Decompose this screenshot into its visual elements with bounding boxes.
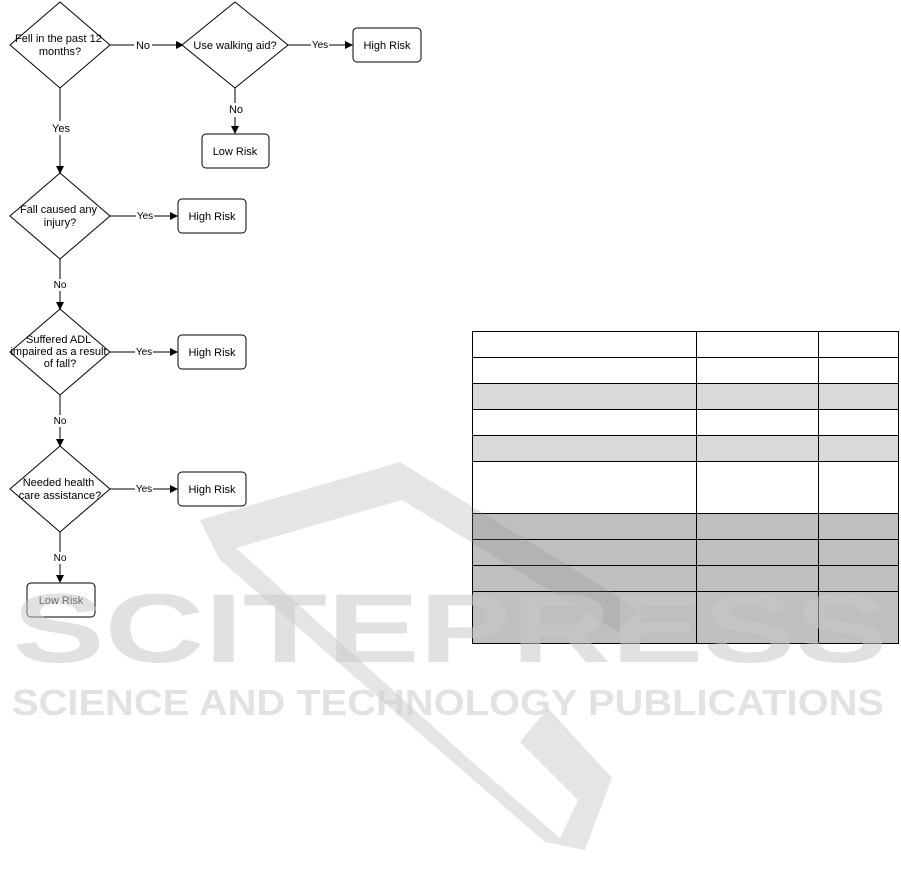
table-row — [472, 331, 899, 358]
data-table — [472, 331, 899, 644]
table-cell — [818, 461, 899, 514]
svg-text:Use walking aid?: Use walking aid? — [193, 40, 276, 52]
outcome-low-risk-1-label: Low Risk — [213, 146, 258, 158]
table-cell — [818, 383, 899, 410]
decision-walking-aid-line1: Use walking aid? — [193, 40, 276, 52]
table-row — [472, 357, 899, 384]
outcome-high-risk-3-label: High Risk — [188, 347, 236, 359]
outcome-high-risk-3: High Risk — [177, 334, 247, 370]
decision-injury-line2: injury? — [44, 217, 76, 229]
svg-text:Fell in the past 12 mont: Fell in the past 12 months? — [15, 33, 105, 58]
decision-injury-line1: Fall caused any — [20, 204, 98, 216]
table-cell — [818, 513, 899, 540]
table-cell — [696, 357, 819, 384]
label-fell-yes: Yes — [52, 123, 70, 135]
outcome-low-risk-2-label: Low Risk — [39, 595, 84, 607]
outcome-high-risk-2: High Risk — [177, 198, 247, 234]
table-cell — [818, 409, 899, 436]
outcome-high-risk-1-label: High Risk — [363, 40, 411, 52]
label-walking-yes: Yes — [312, 40, 328, 51]
decision-health-care: Needed health care assistance? — [9, 445, 111, 533]
label-injury-no: No — [54, 280, 67, 291]
table-cell — [696, 513, 819, 540]
outcome-low-risk-2: Low Risk — [26, 582, 96, 618]
table-cell — [472, 565, 697, 592]
table-cell — [696, 383, 819, 410]
table-row — [472, 461, 899, 514]
decision-adl: Suffered ADL impaired as a result of fal… — [9, 308, 111, 396]
table-row — [472, 565, 899, 592]
label-health-no: No — [54, 553, 67, 564]
svg-text:Fall caused any injury?: Fall caused any injury? — [20, 204, 100, 229]
outcome-low-risk-1: Low Risk — [201, 133, 270, 169]
decision-injury: Fall caused any injury? — [9, 172, 111, 260]
table-row — [472, 383, 899, 410]
table-row — [472, 513, 899, 540]
table-cell — [696, 331, 819, 358]
outcome-high-risk-2-label: High Risk — [188, 211, 236, 223]
table-cell — [696, 409, 819, 436]
table-cell — [818, 357, 899, 384]
table-cell — [696, 435, 819, 462]
outcome-high-risk-1: High Risk — [352, 27, 422, 63]
table-row — [472, 539, 899, 566]
label-injury-yes: Yes — [137, 211, 153, 222]
table-row — [472, 591, 899, 644]
label-adl-yes: Yes — [136, 347, 152, 358]
decision-fell-line2: months? — [39, 46, 81, 58]
table-cell — [472, 461, 697, 514]
decision-adl-line2: impaired as a result — [10, 346, 106, 358]
table-cell — [472, 357, 697, 384]
label-walking-no: No — [229, 104, 243, 116]
table-cell — [472, 383, 697, 410]
table-cell — [818, 539, 899, 566]
table-cell — [696, 539, 819, 566]
table-cell — [472, 435, 697, 462]
table-cell — [472, 591, 697, 644]
decision-health-care-line2: care assistance? — [19, 490, 102, 502]
label-health-yes: Yes — [136, 484, 152, 495]
decision-adl-line1: Suffered ADL — [26, 334, 91, 346]
outcome-high-risk-4-label: High Risk — [188, 484, 236, 496]
decision-walking-aid: Use walking aid? — [181, 1, 289, 89]
table-cell — [818, 591, 899, 644]
table-cell — [696, 591, 819, 644]
table-row — [472, 435, 899, 462]
svg-text:Suffered ADL impaired as: Suffered ADL impaired as a result of fal… — [10, 334, 109, 370]
table-cell — [472, 539, 697, 566]
outcome-high-risk-4: High Risk — [177, 471, 247, 507]
decision-health-care-line1: Needed health — [23, 477, 95, 489]
table-cell — [818, 331, 899, 358]
svg-text:Needed health care assis: Needed health care assistance? — [19, 477, 102, 502]
edge-labels: No Yes No Yes Yes No Yes No Yes No — [50, 38, 329, 564]
label-adl-no: No — [54, 416, 67, 427]
table-cell — [818, 435, 899, 462]
table-cell — [472, 331, 697, 358]
table-cell — [696, 461, 819, 514]
table-cell — [472, 409, 697, 436]
table-cell — [472, 513, 697, 540]
decision-adl-line3: of fall? — [44, 358, 76, 370]
table-row — [472, 409, 899, 436]
table-cell — [818, 565, 899, 592]
decision-fell-line1: Fell in the past 12 — [15, 33, 102, 45]
label-fell-no: No — [136, 40, 150, 52]
decision-fell: Fell in the past 12 months? — [9, 1, 111, 89]
table-cell — [696, 565, 819, 592]
